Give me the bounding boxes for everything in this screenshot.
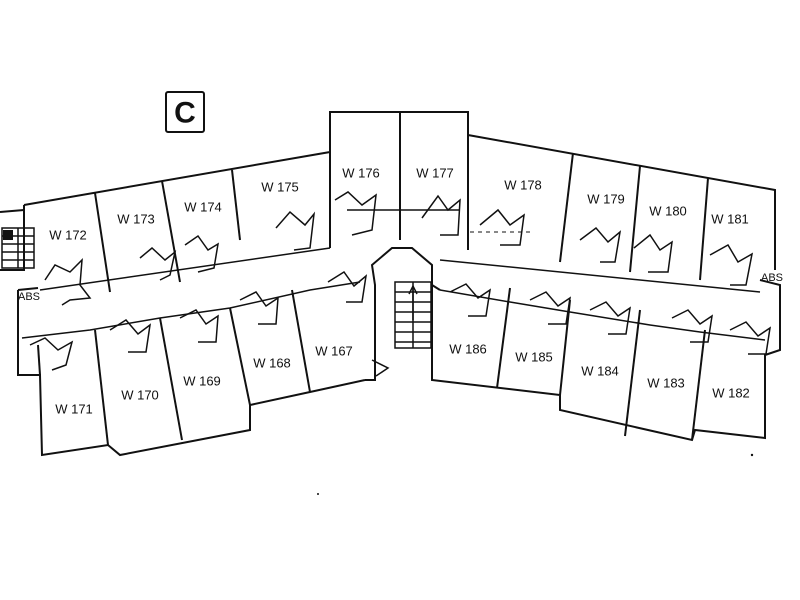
room-label-w180: W 180 <box>649 203 687 218</box>
outer-walls <box>0 111 781 457</box>
abs-labels: ABS ABS <box>18 272 783 303</box>
left-stair <box>1 227 35 269</box>
south-partitions-left <box>37 289 311 446</box>
room-labels: W 172 W 173 W 174 W 175 W 176 W 177 W 17… <box>49 165 750 416</box>
wing-label: C <box>165 91 205 133</box>
room-label-w179: W 179 <box>587 191 625 206</box>
room-label-w173: W 173 <box>117 211 155 226</box>
north-partitions-left <box>39 112 460 293</box>
room-label-w183: W 183 <box>647 375 685 390</box>
room-label-w167: W 167 <box>315 343 353 358</box>
room-label-w186: W 186 <box>449 341 487 356</box>
room-label-w185: W 185 <box>515 349 553 364</box>
room-label-w184: W 184 <box>581 363 619 378</box>
scan-specks <box>317 453 754 495</box>
room-label-w176: W 176 <box>342 165 380 180</box>
room-label-w182: W 182 <box>712 385 750 400</box>
south-partitions-right <box>431 284 706 441</box>
central-stair <box>371 281 432 377</box>
abs-label-right: ABS <box>761 272 783 284</box>
room-label-w177: W 177 <box>416 165 454 180</box>
wing-letter: C <box>174 97 196 130</box>
room-label-w169: W 169 <box>183 373 221 388</box>
room-label-w170: W 170 <box>121 387 159 402</box>
room-label-w181: W 181 <box>711 211 749 226</box>
room-label-w172: W 172 <box>49 227 87 242</box>
room-label-w175: W 175 <box>261 179 299 194</box>
room-label-w174: W 174 <box>184 199 222 214</box>
north-partitions-right <box>439 135 761 293</box>
abs-label-left: ABS <box>18 291 40 303</box>
corridor-south-line <box>21 281 766 341</box>
room-label-w171: W 171 <box>55 401 93 416</box>
door-swings <box>29 191 772 371</box>
room-label-w178: W 178 <box>504 177 542 192</box>
room-label-w168: W 168 <box>253 355 291 370</box>
